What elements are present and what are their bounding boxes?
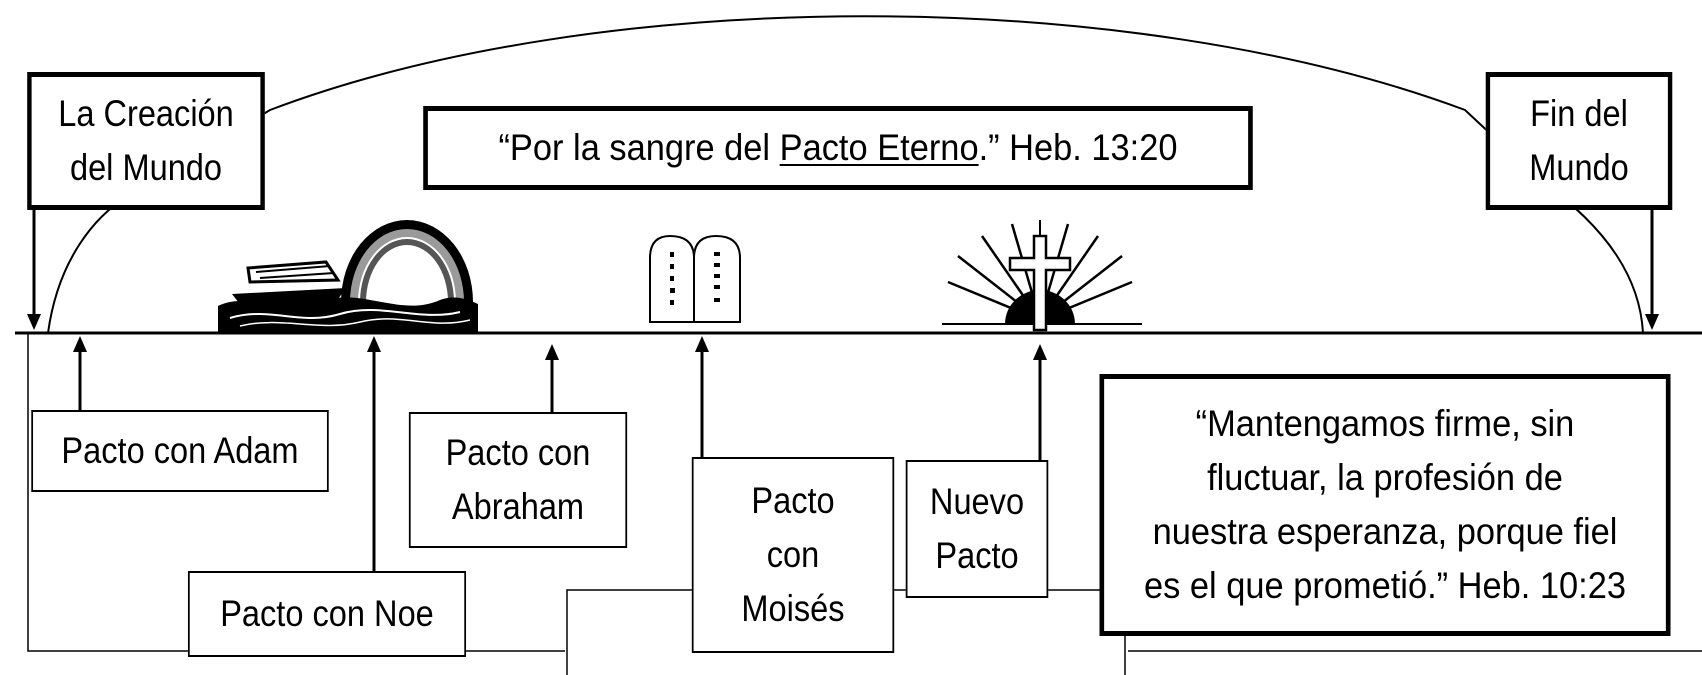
arrow-noe xyxy=(367,336,381,571)
arrow-adam xyxy=(73,336,87,410)
end-label: Fin del Mundo xyxy=(1485,72,1673,210)
quote-top: “Por la sangre del Pacto Eterno.” Heb. 1… xyxy=(423,106,1253,190)
arrow-moises xyxy=(695,336,709,457)
arrow-end xyxy=(1645,314,1659,330)
tablets-icon xyxy=(649,234,741,323)
quote-bottom: “Mantengamos firme, sin fluctuar, la pro… xyxy=(1099,374,1671,636)
covenant-moises-label: Pacto con Moisés xyxy=(691,457,895,653)
arrow-abraham xyxy=(545,344,559,412)
covenant-abraham-label: Pacto con Abraham xyxy=(408,412,628,548)
arrow-creation xyxy=(27,314,41,330)
cross-sunrise-icon xyxy=(942,220,1142,332)
covenant-adam-label: Pacto con Adam xyxy=(31,410,329,492)
creation-label: La Creación del Mundo xyxy=(27,72,265,210)
ark-rainbow-icon xyxy=(218,220,478,333)
new-covenant-label: Nuevo Pacto xyxy=(905,460,1049,598)
arrow-nuevo xyxy=(1033,344,1047,460)
eternal-covenant-arc xyxy=(47,15,1644,334)
covenant-noe-label: Pacto con Noe xyxy=(187,571,467,657)
